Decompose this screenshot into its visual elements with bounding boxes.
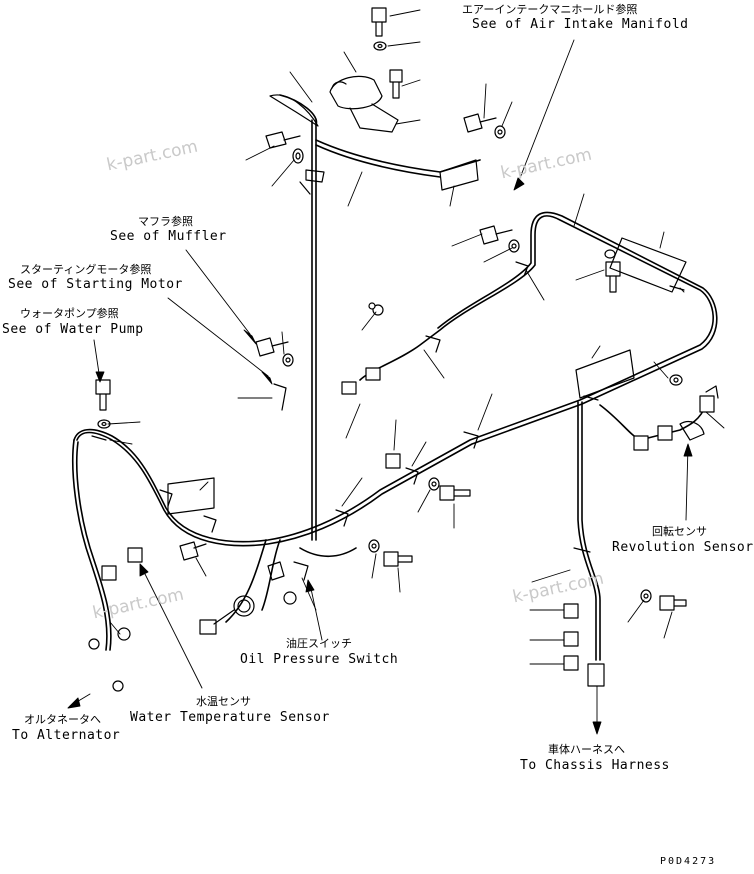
water-temp-sensor-label-jp: 水温センサ bbox=[196, 695, 251, 708]
starting-motor-label-en: See of Starting Motor bbox=[8, 277, 183, 292]
revolution-sensor-label-jp: 回転センサ bbox=[652, 525, 707, 538]
revolution-sensor-label-en: Revolution Sensor bbox=[612, 540, 754, 555]
alternator-label-en: To Alternator bbox=[12, 728, 121, 743]
chassis-harness-label-en: To Chassis Harness bbox=[520, 758, 670, 773]
figure-code: P0D4273 bbox=[660, 856, 717, 867]
chassis-harness-label-jp: 車体ハーネスへ bbox=[548, 743, 625, 756]
water-temp-sensor-label-en: Water Temperature Sensor bbox=[130, 710, 330, 725]
starting-motor-label-jp: スターティングモータ参照 bbox=[20, 263, 152, 276]
air-intake-label-en: See of Air Intake Manifold bbox=[472, 17, 689, 32]
muffler-label-jp: マフラ参照 bbox=[138, 215, 193, 228]
washers bbox=[97, 41, 683, 603]
connectors bbox=[88, 302, 715, 692]
clamps bbox=[91, 169, 685, 553]
relay-bracket bbox=[269, 75, 399, 133]
alternator-label-jp: オルタネータへ bbox=[24, 713, 101, 726]
harness-tags bbox=[167, 159, 687, 515]
water-pump-label-jp: ウォータポンプ参照 bbox=[20, 307, 119, 320]
coil-wire bbox=[213, 595, 255, 625]
revolution-sensor bbox=[679, 421, 705, 441]
water-pump-label-en: See of Water Pump bbox=[2, 322, 144, 337]
callout-pointers bbox=[67, 39, 693, 735]
bolts bbox=[95, 7, 719, 611]
muffler-label-en: See of Muffler bbox=[110, 229, 227, 244]
main-harness bbox=[72, 94, 718, 661]
oil-pressure-switch-label-en: Oil Pressure Switch bbox=[240, 652, 399, 667]
leader-lines bbox=[107, 9, 725, 665]
air-intake-label-jp: エアーインテークマニホールド参照 bbox=[462, 3, 638, 16]
oil-pressure-switch-label-jp: 油圧スイッチ bbox=[286, 637, 352, 650]
